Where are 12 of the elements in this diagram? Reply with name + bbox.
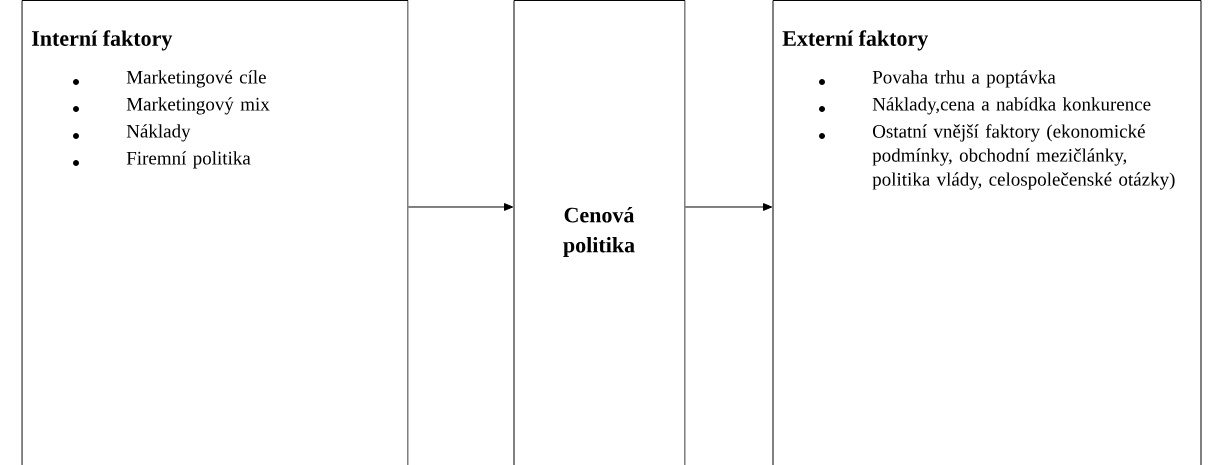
list-item: Marketingový mix — [126, 97, 270, 115]
list-item: Náklady — [126, 124, 191, 142]
list-item: Ostatní vnější faktory (ekonomické podmínky, obchodní mezičlánky, politika vlády, celospolečenské otázky) — [872, 124, 1175, 190]
arrow — [407, 203, 514, 211]
list-item: Náklady,cena a nabídka konkurence — [872, 97, 1151, 115]
box-heading: Interní faktory — [31, 30, 173, 51]
list-item: Marketingové cíle — [126, 70, 266, 88]
box-title: Cenová politika — [563, 207, 635, 257]
list-item: Firemní politika — [126, 151, 251, 169]
arrow — [684, 203, 773, 211]
box-heading: Externí faktory — [782, 30, 929, 51]
list-item: Povaha trhu a poptávka — [872, 70, 1056, 88]
